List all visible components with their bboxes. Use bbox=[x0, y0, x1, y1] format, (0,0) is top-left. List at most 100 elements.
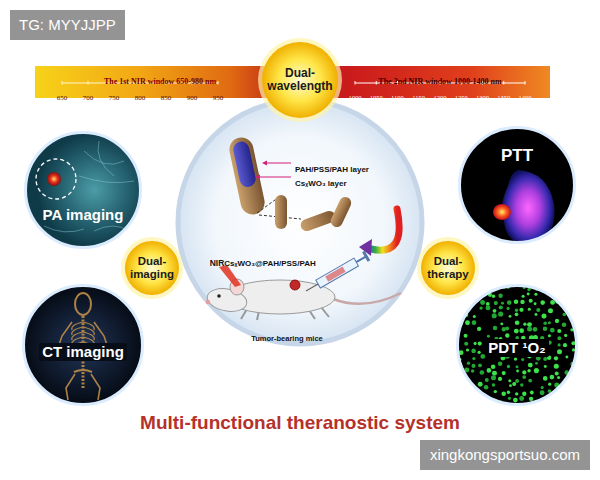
text-label: CsₓWO₃ layer bbox=[295, 179, 347, 188]
drawing-circle bbox=[557, 376, 560, 379]
drawing-circle bbox=[557, 293, 561, 297]
drawing-circle bbox=[527, 369, 530, 372]
drawing-circle bbox=[565, 386, 568, 389]
drawing-circle bbox=[522, 391, 526, 395]
drawing-path bbox=[91, 374, 100, 400]
text-holder: 900 bbox=[180, 86, 204, 104]
text-label: PA imaging bbox=[43, 206, 124, 223]
drawing-circle bbox=[534, 293, 537, 296]
text-label: PTT bbox=[501, 146, 533, 166]
drawing-ellipse bbox=[75, 293, 91, 315]
diagram-title: Multi-functional theranostic system bbox=[140, 412, 460, 434]
text-holder: 700 bbox=[76, 86, 100, 104]
drawing-circle bbox=[564, 334, 567, 337]
drawing-circle bbox=[458, 398, 461, 401]
drawing-circle bbox=[508, 379, 511, 382]
feature-circle: Dual- therapy bbox=[417, 237, 479, 299]
drawing-rect bbox=[362, 251, 370, 262]
therapy-circle: PTT bbox=[458, 126, 576, 244]
drawing-circle bbox=[515, 308, 518, 311]
drawing-circle bbox=[472, 320, 477, 325]
drawing-circle bbox=[465, 286, 468, 289]
drawing-circle bbox=[522, 370, 526, 374]
drawing-circle bbox=[529, 299, 533, 303]
drawing-circle bbox=[513, 398, 518, 403]
tumor-outline bbox=[36, 159, 76, 199]
tumor-spot bbox=[47, 172, 61, 186]
drawing-circle bbox=[507, 390, 511, 394]
text-holder: 950 bbox=[206, 86, 230, 104]
drawing-circle bbox=[515, 365, 518, 368]
text-holder: Dual- imaging bbox=[127, 255, 177, 282]
drawing-circle bbox=[563, 343, 567, 347]
node-shape bbox=[458, 126, 576, 244]
drawing-circle bbox=[509, 315, 512, 318]
glow-ring bbox=[24, 286, 143, 405]
drawing-circle bbox=[464, 342, 468, 346]
drawing-circle bbox=[523, 323, 526, 326]
text-label: 1000 bbox=[349, 94, 362, 101]
drawing-circle bbox=[548, 321, 551, 324]
yellow-circle bbox=[421, 241, 475, 295]
drawing-circle bbox=[486, 302, 490, 306]
text-holder: 850 bbox=[154, 86, 178, 104]
text-holder: Dual- wavelength bbox=[264, 67, 336, 94]
drawing-circle bbox=[534, 368, 539, 373]
text-holder: 650 bbox=[50, 86, 74, 104]
drawing-circle bbox=[557, 329, 561, 333]
imaging-circle: PA imaging bbox=[24, 131, 142, 249]
node-shape bbox=[175, 97, 425, 347]
drawing-circle bbox=[507, 307, 510, 310]
text-holder: 1000 bbox=[344, 86, 366, 104]
glow-ring bbox=[417, 237, 479, 299]
drawing-circle bbox=[472, 285, 477, 290]
drawing-circle bbox=[570, 398, 573, 401]
drawing-circle bbox=[474, 342, 477, 345]
glow-ring bbox=[258, 38, 342, 122]
drawing-circle bbox=[505, 326, 509, 330]
drawing-circle bbox=[509, 384, 512, 387]
drawing-circle bbox=[477, 286, 481, 290]
node-shape bbox=[24, 131, 142, 249]
drawing-circle bbox=[498, 377, 502, 381]
drawing-circle bbox=[472, 357, 475, 360]
glow-ring bbox=[460, 128, 575, 243]
drawing-circle bbox=[555, 319, 559, 323]
drawing-circle bbox=[527, 293, 530, 296]
drawing-circle bbox=[479, 399, 483, 403]
watermark: xingkongsportsuo.com bbox=[420, 440, 590, 469]
drawing-circle bbox=[543, 357, 547, 361]
text-label: PDT ¹O₂ bbox=[485, 339, 549, 356]
text-holder: TG: MYYJJPP bbox=[10, 10, 210, 39]
drawing-circle bbox=[459, 294, 463, 298]
drawing-circle bbox=[512, 382, 516, 386]
nanorod-capsule bbox=[227, 135, 267, 216]
node-shape bbox=[417, 237, 479, 299]
drawing-circle bbox=[522, 375, 526, 379]
text-label: Tumor-bearing mice bbox=[251, 335, 323, 344]
center-circle: PAH/PSS/PAH layerCsₓWO₃ layerCsₓWO₃@PAH/… bbox=[175, 97, 425, 347]
drawing-circle bbox=[508, 397, 511, 400]
text-label: Dual- imaging bbox=[127, 255, 177, 280]
feature-circle: Dual- imaging bbox=[121, 237, 183, 299]
drawing-circle bbox=[527, 322, 532, 327]
imaging-circle: CT imaging bbox=[22, 284, 144, 406]
tick-mark bbox=[88, 81, 89, 85]
drawing-circle bbox=[477, 327, 481, 331]
tick-mark bbox=[355, 81, 356, 85]
drawing-circle bbox=[548, 397, 552, 401]
leader-arrow bbox=[255, 175, 260, 180]
drawing-circle bbox=[507, 365, 510, 368]
drawing-circle bbox=[555, 371, 559, 375]
drawing-path bbox=[66, 374, 75, 400]
drawing-circle bbox=[501, 302, 504, 305]
drawing-circle bbox=[550, 375, 555, 380]
drawing-circle bbox=[564, 294, 568, 298]
text-label: PAH/PSS/PAH layer bbox=[295, 165, 369, 174]
drawing-circle bbox=[571, 341, 575, 345]
text-label: 1150 bbox=[412, 94, 425, 101]
leader-arrow bbox=[262, 161, 267, 166]
text-label: 650 bbox=[57, 94, 68, 102]
drawing-circle bbox=[554, 356, 558, 360]
